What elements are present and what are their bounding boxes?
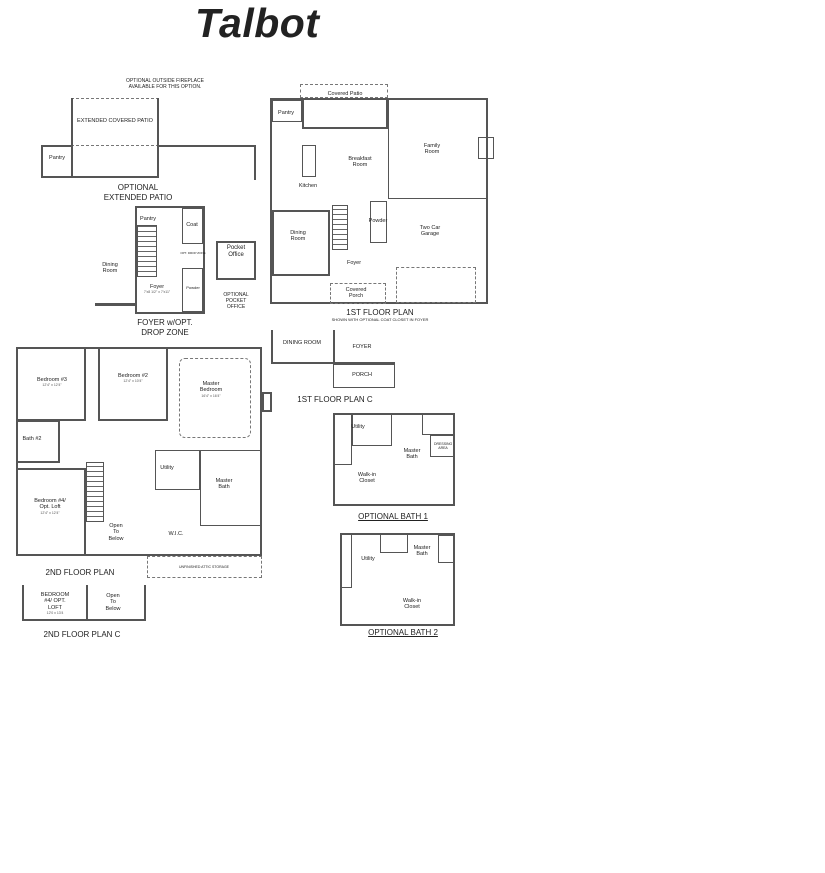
powder-label: Powder [186,285,200,290]
pocket-office-label: Pocket Office [226,245,246,258]
porch-label: PORCH [352,372,372,378]
master-bath-label: Master Bath [215,478,233,491]
covered-patio-label: Covered Patio [327,91,363,97]
walk-in-closet-label: Walk-in Closet [357,472,377,485]
garage-label: Two Car Garage [419,225,441,238]
pantry-label: Pantry [278,110,294,116]
utility-label: Utility [160,465,174,471]
second-floor-caption: 2ND FLOOR PLAN [45,568,115,577]
open-to-below-label: Open To Below [105,593,121,612]
optional-bath-1-caption: OPTIONAL BATH 1 [358,512,428,521]
pantry-label: Pantry [49,155,65,161]
utility-label: Utility [351,424,365,430]
dining-room-label: DINING ROOM [283,340,321,346]
covered-porch-label: Covered Porch [345,287,367,300]
dining-room-label: Dining Room [290,230,306,243]
kitchen-label: Kitchen [298,183,318,189]
bath-2-label: Bath #2 [22,436,42,442]
foyer-label: Foyer [346,260,362,266]
optional-bath-2-caption: OPTIONAL BATH 2 [368,628,438,637]
utility-label: Utility [361,556,375,562]
drop-zone-label: OPT. DROP ZONE [180,251,206,255]
family-room-label: Family Room [423,143,441,156]
pantry-label: Pantry [140,216,156,222]
coat-closet-label: Coat [186,222,198,228]
foyer-label: FOYER [352,344,372,350]
open-to-below-label: Open To Below [108,523,124,542]
first-floor-c-caption: 1ST FLOOR PLAN C [297,395,373,404]
master-bath-label: Master Bath [413,545,431,558]
second-floor-c-caption: 2ND FLOOR PLAN C [43,630,121,639]
extended-patio-label: EXTENDED COVERED PATIO [77,118,153,124]
breakfast-room-label: Breakfast Room [348,156,372,169]
dining-room-label: Dining Room [102,262,118,275]
plan-title: Talbot [195,0,320,46]
attic-storage-label: UNFINISHED ATTIC STORAGE [178,565,230,569]
dressing-area-label: DRESSING AREA [434,442,453,451]
wic-label: W.I.C. [168,531,184,537]
walk-in-closet-label: Walk-in Closet [402,598,422,611]
master-bath-label: Master Bath [403,448,421,461]
powder-label: Powder [368,218,388,224]
foyer-drop-zone-caption: FOYER w/OPT.DROP ZONE [137,318,193,337]
